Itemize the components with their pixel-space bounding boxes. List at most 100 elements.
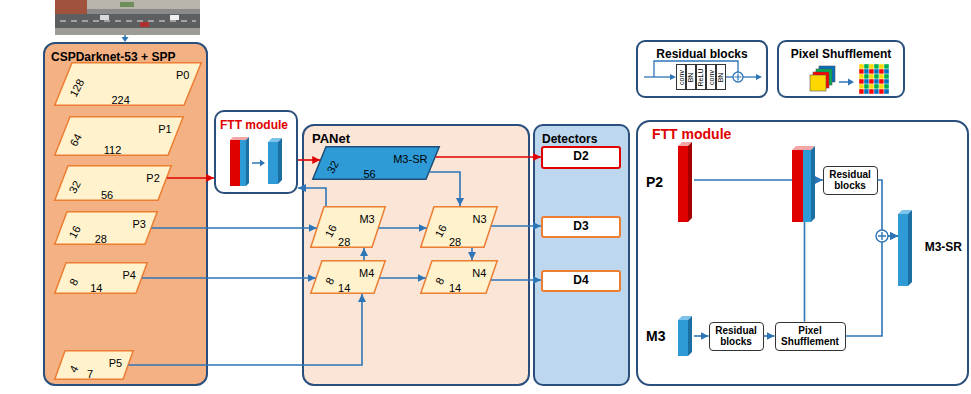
bar-label: M3-SR xyxy=(925,241,962,255)
shuffled-pixel xyxy=(859,89,864,94)
m3-sr-bar: M3-SR xyxy=(898,210,962,286)
shuffled-pixel xyxy=(859,64,864,69)
photo-lane-mark xyxy=(60,21,196,22)
shuffled-pixel xyxy=(879,69,884,74)
shuffled-pixel xyxy=(874,69,879,74)
shuffled-pixel xyxy=(869,84,874,89)
map-label: P5 xyxy=(109,357,122,370)
map-label: P0 xyxy=(176,69,189,82)
layer-box: ReLU xyxy=(696,64,706,90)
panel-title: FTT module xyxy=(652,126,731,142)
flow-arrow xyxy=(878,180,899,236)
flow-arrow xyxy=(429,172,460,206)
layer-box: BN xyxy=(716,64,726,90)
feature-map: P4814 xyxy=(54,262,148,294)
spatial-size: 14 xyxy=(449,282,461,295)
block-output-line xyxy=(726,76,733,77)
photo-road xyxy=(55,14,200,28)
layer-label: BN xyxy=(688,72,695,82)
ftt-detail-panel: P2Residual blocksM3-SRM3Residual blocksP… xyxy=(636,120,969,386)
map-label: M3 xyxy=(359,213,374,226)
aerial-photo xyxy=(55,0,200,35)
inner-arrow-head xyxy=(260,160,265,167)
flow-arrow xyxy=(435,156,541,158)
residual-block-box: Residual blocks xyxy=(709,322,764,351)
layer-label: conv xyxy=(708,70,715,85)
feature-map: M31628 xyxy=(310,206,386,248)
shuffled-pixel xyxy=(879,79,884,84)
photo-sidewalk xyxy=(87,0,200,9)
spatial-size: 112 xyxy=(104,144,122,157)
flow-arrow xyxy=(129,294,363,365)
photo-roof xyxy=(55,0,87,14)
flow-arrow xyxy=(694,179,823,181)
output-line xyxy=(743,76,756,77)
map-label: N4 xyxy=(472,267,486,280)
flow-arrow xyxy=(152,227,317,229)
flow-arrow xyxy=(471,248,473,260)
feature-map: P0128224 xyxy=(54,62,202,106)
shuffled-pixel xyxy=(869,74,874,79)
map-label: M4 xyxy=(359,267,374,280)
shuffled-pixel xyxy=(874,74,879,79)
m3-bar xyxy=(240,140,246,186)
backbone-panel: P0128224P164112P23256P31628P4814P547CSPD… xyxy=(43,42,208,386)
shuffled-pixel xyxy=(864,89,869,94)
shuffled-pixel xyxy=(864,79,869,84)
shuffled-pixel xyxy=(864,69,869,74)
detector-box: D3 xyxy=(541,216,621,238)
feature-map: N31628 xyxy=(420,206,498,248)
box-label: D3 xyxy=(573,220,588,233)
bar-side xyxy=(246,137,249,186)
feature-map: P31628 xyxy=(54,211,158,245)
shuffled-pixel xyxy=(869,79,874,84)
detector-box: D4 xyxy=(541,270,621,292)
spatial-size: 28 xyxy=(95,233,107,246)
spatial-size: 28 xyxy=(338,236,350,249)
flow-arrow xyxy=(142,277,316,279)
shuffled-pixel xyxy=(874,89,879,94)
plus-sign xyxy=(735,74,742,81)
panet-panel: M3-SR3256M31628N31628M4814N4814PANet xyxy=(302,124,530,386)
feature-map: M4814 xyxy=(310,260,386,294)
shuffled-pixel xyxy=(864,64,869,69)
shuffled-pixel xyxy=(884,84,889,89)
plus-sign xyxy=(878,232,886,240)
flow-arrow xyxy=(764,335,775,337)
box-label: Pixel Shufflement xyxy=(780,325,840,347)
map-label: P4 xyxy=(123,269,136,282)
panel-title: FTT module xyxy=(220,119,288,133)
panel-title: Pixel Shufflement xyxy=(791,48,892,62)
concat-p2-part xyxy=(792,150,803,222)
feature-map: N4814 xyxy=(420,260,498,294)
flow-arrow xyxy=(694,335,709,337)
flow-arrow xyxy=(805,180,823,322)
box-label: D4 xyxy=(573,274,588,287)
flow-arrow xyxy=(363,248,365,260)
shuffle-arrow xyxy=(839,81,849,83)
panel-title: Detectors xyxy=(542,133,597,147)
concat-side xyxy=(811,146,815,222)
spatial-size: 7 xyxy=(87,368,93,381)
feature-map: P547 xyxy=(54,350,134,380)
residual-block-box: Residual blocks xyxy=(823,166,878,195)
bar-front xyxy=(678,146,688,222)
photo-car xyxy=(170,15,179,20)
bar-side xyxy=(688,142,692,222)
shuffled-pixel xyxy=(859,84,864,89)
shuffled-pixel xyxy=(864,74,869,79)
flow-arrow xyxy=(380,277,426,279)
add-symbol xyxy=(876,230,888,242)
spatial-size: 56 xyxy=(363,168,375,181)
p2-bar xyxy=(230,140,240,186)
shuffled-pixel xyxy=(884,74,889,79)
photo-car xyxy=(100,15,109,20)
output-side xyxy=(278,138,282,184)
concat-top xyxy=(230,137,249,140)
panel-title: PANet xyxy=(312,132,350,147)
map-label: M3-SR xyxy=(393,153,427,166)
concat-m3-part xyxy=(803,150,811,222)
panel-title: CSPDarknet-53 + SPP xyxy=(51,51,175,65)
channel-cube xyxy=(810,75,826,91)
shuffled-pixel xyxy=(884,89,889,94)
